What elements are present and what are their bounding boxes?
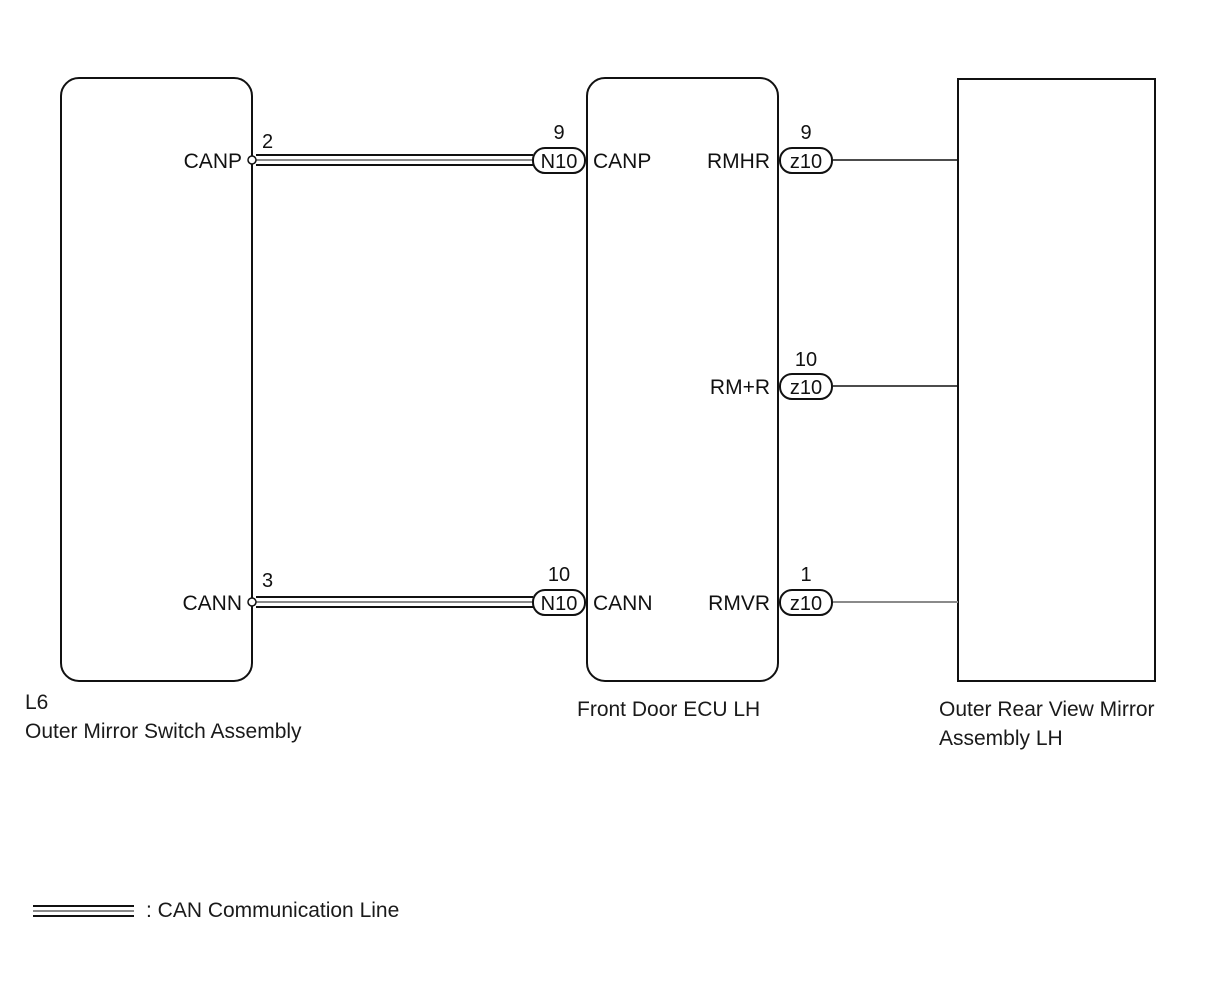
- mirror-assembly-name-line1: Outer Rear View Mirror: [939, 698, 1155, 721]
- canp-terminal-icon: [247, 155, 257, 165]
- canp-communication-line: [256, 154, 533, 166]
- pin-name-ecu-canp: CANP: [593, 150, 651, 173]
- mirror-assembly-box: [957, 78, 1156, 682]
- connector-label: z10: [790, 593, 822, 615]
- pin-name-switch-cann: CANN: [182, 592, 242, 615]
- pin-name-switch-canp: CANP: [184, 150, 242, 173]
- pin-number-ecu-rmr: 10: [795, 349, 817, 371]
- connector-badge-z10-rmr: z10: [779, 373, 833, 400]
- switch-assembly-name: Outer Mirror Switch Assembly: [25, 720, 302, 743]
- switch-assembly-code: L6: [25, 691, 49, 714]
- pin-number-ecu-rmhr: 9: [800, 122, 811, 144]
- connector-badge-z10-rmhr: z10: [779, 147, 833, 174]
- front-door-ecu-name: Front Door ECU LH: [577, 698, 761, 721]
- connector-label: z10: [790, 377, 822, 399]
- legend-label: : CAN Communication Line: [146, 899, 400, 922]
- pin-name-ecu-cann: CANN: [593, 592, 653, 615]
- pin-number-ecu-canp: 9: [553, 122, 564, 144]
- pin-number-switch-canp: 2: [262, 131, 273, 153]
- connector-label: N10: [541, 151, 578, 173]
- switch-assembly-box: [60, 77, 253, 682]
- connector-badge-z10-rmvr: z10: [779, 589, 833, 616]
- connector-badge-n10-canp: N10: [532, 147, 586, 174]
- pin-number-ecu-cann: 10: [548, 564, 570, 586]
- connector-badge-n10-cann: N10: [532, 589, 586, 616]
- pin-name-ecu-rmvr: RMVR: [708, 592, 770, 615]
- front-door-ecu-box: [586, 77, 779, 682]
- connector-label: N10: [541, 593, 578, 615]
- pin-number-ecu-rmvr: 1: [800, 564, 811, 586]
- pin-number-switch-cann: 3: [262, 570, 273, 592]
- pin-name-ecu-rmr: RM+R: [710, 376, 770, 399]
- pin-name-ecu-rmhr: RMHR: [707, 150, 770, 173]
- cann-communication-line: [256, 596, 533, 608]
- connector-label: z10: [790, 151, 822, 173]
- mirror-assembly-name-line2: Assembly LH: [939, 727, 1063, 750]
- legend-swatch: [33, 905, 134, 917]
- cann-terminal-icon: [247, 597, 257, 607]
